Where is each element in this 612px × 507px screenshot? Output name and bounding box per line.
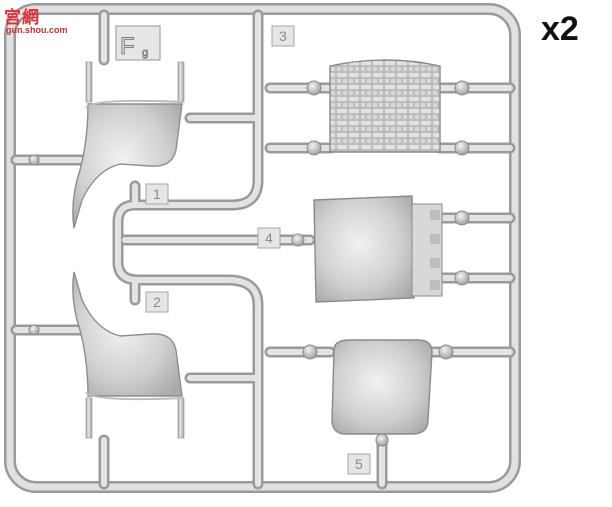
cushion-part-5 — [331, 339, 433, 435]
sprue-code-letter: F — [120, 33, 135, 60]
part-number-2: 2 — [153, 294, 161, 310]
chair-back-part-2 — [72, 271, 185, 439]
part-number-tabs: 1 2 3 4 5 — [145, 25, 371, 475]
runners — [10, 9, 516, 490]
watermark-logo: 宫網 gun.shou.com — [4, 3, 74, 39]
sprue-code-tab: F g — [115, 25, 161, 61]
part-number-5: 5 — [355, 456, 363, 472]
cushion-part-4 — [313, 195, 443, 303]
woven-seat-part-3 — [329, 59, 441, 153]
watermark-text: 宫網 — [4, 8, 40, 28]
quantity-label: x2 — [541, 10, 579, 48]
chair-back-part-1 — [72, 61, 185, 229]
part-number-3: 3 — [279, 28, 287, 44]
gate-knobs — [28, 80, 470, 447]
sprue-code-sub: g — [142, 47, 148, 59]
part-number-1: 1 — [153, 186, 161, 202]
watermark-url: gun.shou.com — [6, 25, 68, 35]
part-number-4: 4 — [265, 230, 273, 246]
